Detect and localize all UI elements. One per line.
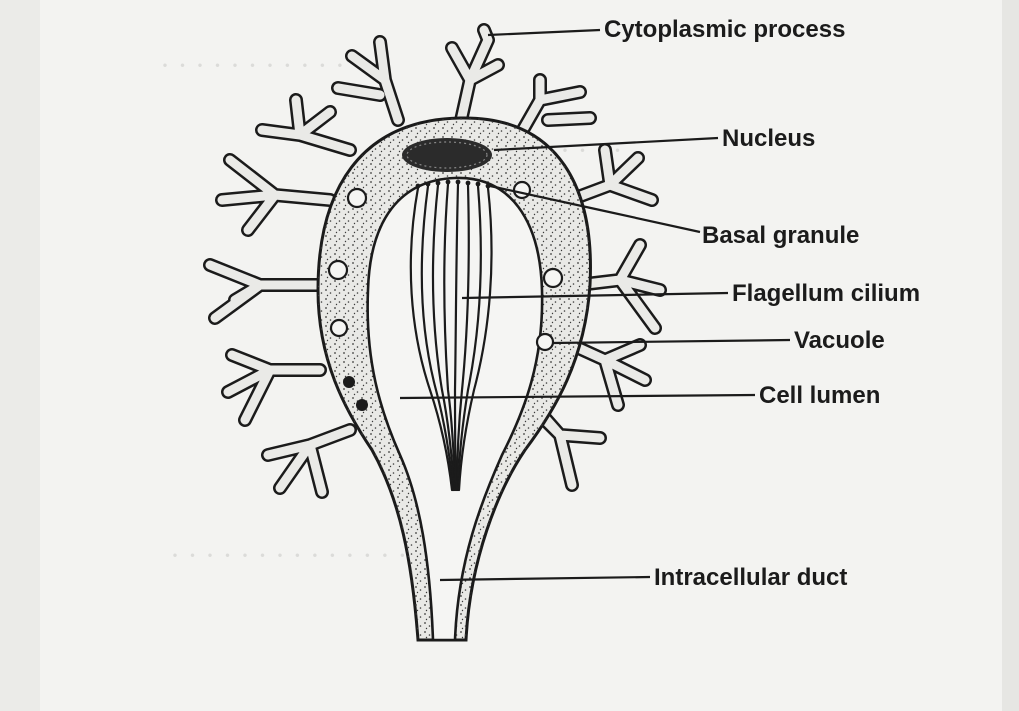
nucleus [402, 138, 492, 172]
label-nucleus: Nucleus [722, 125, 815, 152]
leader-lines [399, 28, 791, 582]
vacuole [535, 332, 555, 352]
leader-nucleus [493, 136, 719, 152]
label-basal-granule: Basal granule [702, 222, 859, 249]
vacuole [346, 187, 368, 209]
vacuole [512, 180, 532, 200]
svg-text:· · · · · · · · · · · ·: · · · · · · · · · · · · [160, 49, 362, 82]
leader-vacuole [552, 338, 791, 345]
label-intracellular-duct: Intracellular duct [654, 564, 847, 591]
vacuole [329, 318, 349, 338]
svg-text:· · · · · · · · · · · · · · ·: · · · · · · · · · · · · · · · [170, 539, 425, 572]
leader-intracellular-duct [439, 575, 651, 582]
basal-granules [415, 179, 491, 189]
leader-cell-lumen [399, 393, 756, 400]
label-vacuole: Vacuole [794, 327, 885, 354]
label-cell-lumen: Cell lumen [759, 382, 880, 409]
vacuole [327, 259, 349, 281]
leader-flagellum-cilium [461, 291, 729, 300]
flagellum-cilia [409, 182, 493, 492]
label-flagellum-cilium: Flagellum cilium [732, 280, 920, 307]
leader-basal-granule [489, 184, 701, 234]
vacuole [542, 267, 564, 289]
labels: Cytoplasmic process Nucleus Basal granul… [604, 16, 920, 591]
cytoplasmic-processes [203, 23, 667, 499]
leader-cytoplasmic-process [487, 28, 601, 37]
dark-granules [343, 376, 368, 411]
vacuoles [327, 180, 564, 352]
cell-body [203, 23, 667, 642]
label-cytoplasmic-process: Cytoplasmic process [604, 16, 845, 43]
